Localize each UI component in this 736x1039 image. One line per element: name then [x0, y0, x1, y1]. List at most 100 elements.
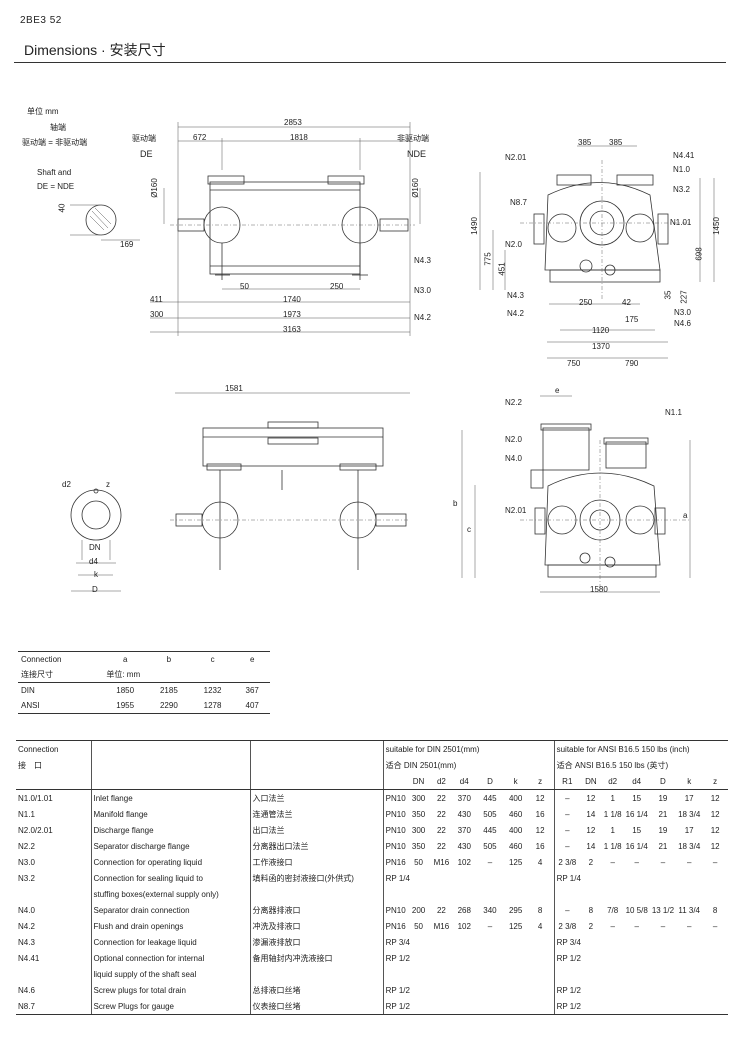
connection-description-cn: 备用轴封内冲洗液接口 [249, 950, 384, 966]
din-thread: RP 1/4 [382, 870, 555, 886]
din-thread: RP 1/2 [382, 950, 555, 966]
ansi-thread: RP 1/2 [553, 982, 728, 998]
ansi-r1: 2 3/8 [553, 918, 580, 934]
din-k: 125 [508, 857, 523, 867]
label-n11: N1.1 [665, 408, 682, 417]
ansi-col-z: z [702, 773, 728, 790]
din-pn: PN16 [382, 854, 408, 870]
dim-385-left: 385 [578, 138, 592, 147]
connection-id: N4.3 [18, 937, 35, 947]
label-n10: N1.0 [673, 165, 690, 174]
ansi-ad2: 1 1/8 [603, 809, 622, 819]
din-d4: 430 [457, 809, 471, 819]
pump-end-view-top [520, 160, 690, 300]
dim-1450: 1450 [711, 217, 721, 235]
label-n87: N8.7 [510, 198, 527, 207]
top-left-dimension-lines [150, 122, 421, 336]
connection-id: N4.0 [18, 905, 35, 915]
din-d2: 22 [436, 841, 446, 851]
din-k: 400 [508, 825, 523, 835]
din-col-k: k [504, 773, 527, 790]
din-col-d4: d4 [453, 773, 476, 790]
dim-1740: 1740 [283, 295, 301, 304]
ansi-ad4: 10 5/8 [625, 905, 648, 915]
label-n441: N4.41 [673, 151, 695, 160]
din-thread: RP 1/2 [382, 998, 555, 1015]
dim-790: 790 [625, 359, 639, 368]
dim-e: e [555, 386, 560, 395]
cell-b: 2290 [147, 698, 191, 714]
connection-id: N1.0/1.01 [18, 793, 53, 803]
ansi-az: 12 [710, 793, 720, 803]
ansi-aD: 21 [658, 841, 668, 851]
connection-size-table: Connection a b c e 连接尺寸 单位: mm DIN 1850 … [18, 651, 270, 714]
connection-spec-table: Connection suitable for DIN 2501(mm) sui… [16, 740, 728, 1015]
connection-description-cn: 入口法兰 [249, 789, 384, 806]
ansi-adn: 8 [588, 905, 594, 915]
din-z: 8 [537, 905, 543, 915]
ansi-ak: – [686, 921, 692, 931]
cell-e: 367 [234, 682, 270, 698]
ansi-aD: 19 [658, 793, 668, 803]
table-row: DIN 1850 2185 1232 367 [18, 682, 270, 698]
din-D: 445 [483, 793, 497, 803]
dim-35: 35 [663, 290, 673, 300]
din-z: 4 [537, 921, 543, 931]
connection-description-en-cont: liquid supply of the shaft seal [90, 966, 251, 982]
connection-description-en: Separator drain connection [90, 902, 251, 918]
din-z: 16 [535, 809, 545, 819]
ansi-aD: 13 1/2 [651, 905, 675, 915]
flange-label-D: D [92, 585, 98, 594]
top-right-dimension-lines [479, 145, 715, 359]
ansi-thread: RP 1/4 [553, 870, 728, 886]
cell-c: 1278 [190, 698, 235, 714]
dim-42: 42 [622, 298, 631, 307]
din-D: – [487, 921, 493, 931]
din-pn: PN10 [382, 822, 408, 838]
din-z: 16 [535, 841, 545, 851]
pump-side-view-top [170, 175, 415, 280]
ansi-col-k: k [676, 773, 703, 790]
conn-head-en: Connection [18, 651, 104, 667]
drawings-canvas [70, 122, 715, 593]
din-D: – [487, 857, 493, 867]
shaft-cn-label: 轴端 [50, 123, 66, 132]
din-pn: PN10 [382, 902, 408, 918]
ansi-aD: 19 [658, 825, 668, 835]
ansi-ad4: 15 [632, 793, 642, 803]
ansi-ak: 11 3/4 [678, 905, 701, 915]
ansi-col-D: D [649, 773, 677, 790]
conn-head-cn: 连接尺寸 [21, 670, 53, 679]
din-z: 12 [535, 793, 545, 803]
connection-description-cn: 分离器排液口 [249, 902, 384, 918]
ansi-ad4: – [634, 857, 639, 867]
ansi-thread: RP 1/2 [553, 950, 728, 966]
din-k: 460 [508, 809, 523, 819]
dim-227: 227 [679, 290, 689, 304]
ansi-az: 12 [710, 825, 720, 835]
dim-698: 698 [694, 247, 704, 261]
din-D: 505 [483, 841, 497, 851]
label-n32: N3.2 [673, 185, 690, 194]
table-row-continuation: stuffing boxes(external supply only) [16, 886, 728, 902]
connection-description-cn: 总排液口丝堵 [249, 982, 384, 998]
cell-b: 2185 [147, 682, 191, 698]
label-n20-top: N2.0 [505, 240, 522, 249]
shaft-en-label: Shaft and [37, 168, 72, 177]
connection-id: N4.2 [18, 921, 35, 931]
pump-plan-view [170, 392, 410, 570]
din-dn: 200 [411, 905, 426, 915]
dim-1580: 1580 [590, 585, 608, 594]
label-n43-right: N4.3 [507, 291, 524, 300]
col-b: b [147, 651, 191, 667]
dim-1973: 1973 [283, 310, 301, 319]
dim-1370: 1370 [592, 342, 610, 351]
din-dn: 50 [414, 857, 424, 867]
din-d4: 268 [457, 905, 471, 915]
